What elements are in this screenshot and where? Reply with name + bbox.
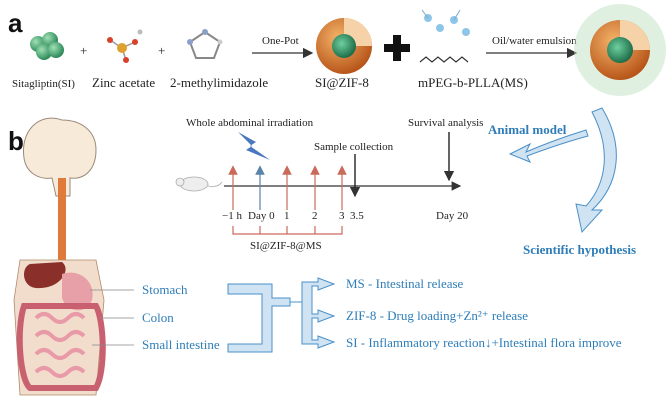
polymer-ms-label: mPEG-b-PLLA(MS) [418,75,528,90]
polymer-ms-icon [419,9,470,63]
treatment-bracket [232,226,343,235]
irradiation-label: Whole abdominal irradiation [186,117,314,129]
zinc-acetate-icon [107,29,143,63]
si-zif8-particle-icon [316,18,372,74]
outcome-si-label: SI - Inflammatory reaction↓+Intestinal f… [346,335,622,350]
human-digestive-icon [13,117,106,396]
scientific-hypothesis-label: Scientific hypothesis [523,242,636,257]
reagent-methylimidazole-label: 2-methylimidazole [170,75,268,90]
hypothesis-curve-arrow [575,107,617,234]
reagent-sitagliptin-label: Sitagliptin(SI) [12,78,75,90]
survival-analysis-label: Survival analysis [408,117,483,129]
animal-model-arrow [508,129,589,163]
tick-minus1h: −1 h [222,210,242,222]
combine-plus-icon [384,35,410,61]
tick-day3: 3 [339,210,345,222]
treatment-label: SI@ZIF-8@MS [250,240,322,252]
animal-model-label: Animal model [488,122,567,137]
organ-small-intestine-label: Small intestine [142,337,220,352]
organ-stomach-label: Stomach [142,282,188,297]
methylimidazole-icon [187,29,223,59]
panel-a-letter: a [8,8,23,38]
plus-sign-2: + [158,43,165,58]
product-si-zif8-label: SI@ZIF-8 [315,75,369,90]
sample-collection-label: Sample collection [314,141,394,153]
mouse-icon [175,176,223,192]
tick-day20: Day 20 [436,210,469,222]
emulsion-label: Oil/water emulsion [492,35,577,47]
lightning-icon [238,132,270,160]
si-zif8-ms-particle-icon [574,4,666,96]
outcome-zif8-label: ZIF-8 - Drug loading+Zn²⁺ release [346,308,528,323]
outcome-ms-label: MS - Intestinal release [346,276,464,291]
tick-day2: 2 [312,210,318,222]
tick-3-5: 3.5 [350,210,364,222]
reagent-zinc-acetate-label: Zinc acetate [92,75,155,90]
flow-block-arrows [227,277,336,353]
panel-b-letter: b [8,126,24,156]
sitagliptin-icon [30,32,64,60]
tick-day0: Day 0 [248,210,275,222]
one-pot-label: One-Pot [262,35,299,47]
organ-colon-label: Colon [142,310,174,325]
plus-sign-1: + [80,43,87,58]
tick-day1: 1 [284,210,290,222]
